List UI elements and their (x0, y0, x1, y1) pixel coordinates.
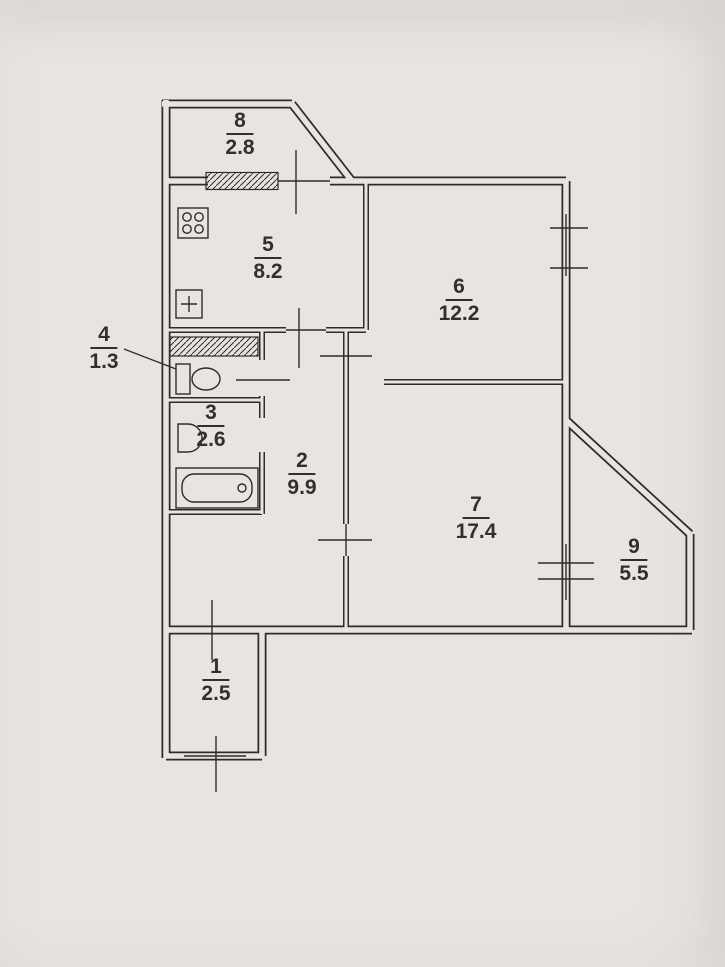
bathtub-icon (175, 467, 259, 509)
room-number: 2 (288, 449, 316, 476)
walls-cavity (162, 100, 693, 759)
axis-tick-marks (211, 150, 594, 792)
room-number: 4 (90, 323, 118, 350)
label-4-leader-line (123, 348, 177, 370)
room-label-4: 4 1.3 (89, 323, 119, 374)
room-number: 1 (202, 655, 230, 682)
toilet-icon (175, 363, 221, 395)
room-number: 6 (445, 275, 473, 302)
stove-icon (177, 207, 209, 239)
room-area: 5.5 (619, 562, 649, 586)
kitchen-sink-icon (175, 289, 203, 319)
hatched-vent-block (169, 336, 259, 357)
room-label-6: 6 12.2 (438, 275, 480, 326)
room-number: 8 (226, 109, 254, 136)
walls-outline (161, 99, 695, 761)
room-label-5: 5 8.2 (253, 233, 283, 284)
room-label-7: 7 17.4 (455, 493, 497, 544)
room-area: 2.8 (225, 136, 255, 160)
room-area: 12.2 (438, 302, 480, 326)
room-label-9: 9 5.5 (619, 535, 649, 586)
room-area: 1.3 (89, 350, 119, 374)
room-area: 2.5 (201, 682, 231, 706)
room-area: 2.6 (196, 428, 226, 452)
room-area: 8.2 (253, 260, 283, 284)
room-label-8: 8 2.8 (225, 109, 255, 160)
room-number: 9 (620, 535, 648, 562)
room-number: 3 (197, 401, 225, 428)
room-number: 5 (254, 233, 282, 260)
window-glass-lines (184, 180, 567, 757)
room-number: 7 (462, 493, 490, 520)
room-label-1: 1 2.5 (201, 655, 231, 706)
room-area: 17.4 (455, 520, 497, 544)
washbasin-icon (177, 423, 203, 453)
room-area: 9.9 (287, 476, 317, 500)
hatched-window-block (205, 171, 279, 191)
room-label-2: 2 9.9 (287, 449, 317, 500)
room-label-3: 3 2.6 (196, 401, 226, 452)
